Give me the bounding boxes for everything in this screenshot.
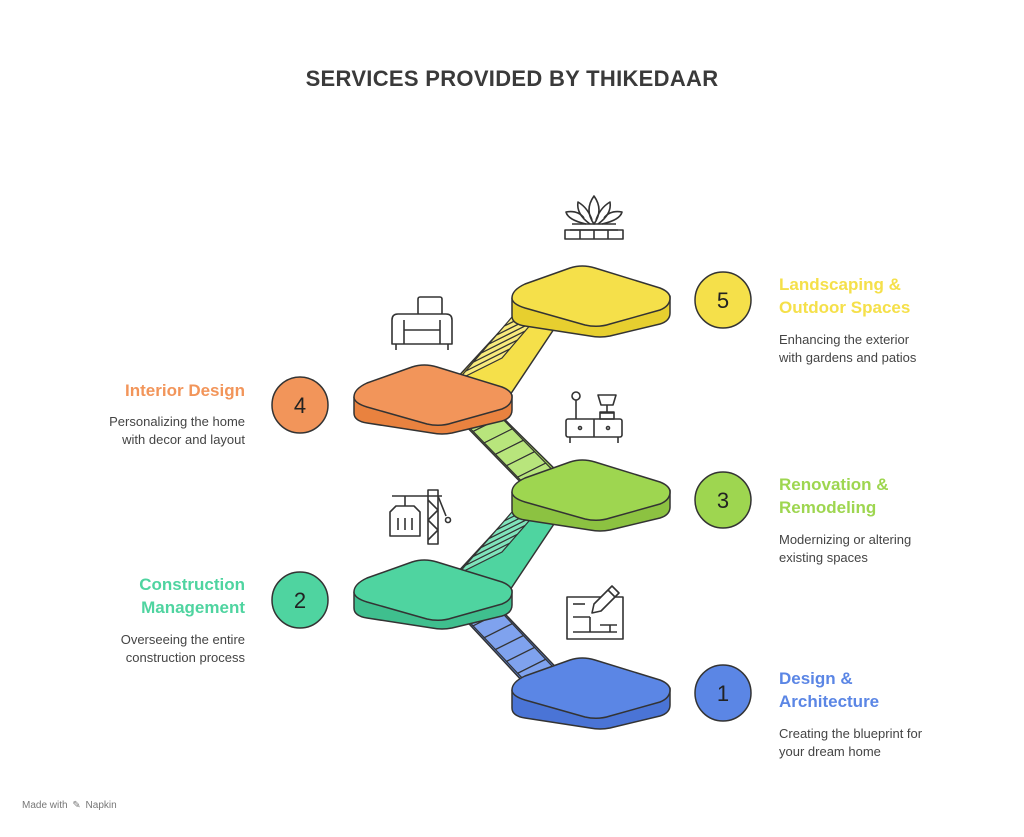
step-5-description: Enhancing the exterior with gardens and … — [779, 332, 917, 365]
step-1-description: Creating the blueprint for your dream ho… — [779, 726, 923, 759]
footer: Made with ✎ Napkin — [22, 800, 117, 811]
step-5-title: Landscaping & Outdoor Spaces — [779, 275, 911, 317]
step-1-title: Design & Architecture — [779, 669, 880, 711]
step-1-badge: 1 — [694, 664, 752, 722]
footer-brand: Napkin — [85, 800, 117, 811]
step-3-badge: 3 — [694, 471, 752, 529]
step-3-number: 3 — [717, 488, 729, 513]
platform-3 — [511, 459, 671, 532]
page-title: SERVICES PROVIDED BY THIKEDAAR — [305, 66, 719, 91]
sofa-icon — [391, 296, 453, 350]
platform-4 — [353, 364, 513, 435]
step-4-number: 4 — [294, 393, 306, 418]
blueprint-pencil-icon — [566, 585, 624, 640]
platform-2 — [353, 559, 513, 630]
step-2-badge: 2 — [271, 571, 329, 629]
step-5-badge: 5 — [694, 271, 752, 329]
step-3-description: Modernizing or altering existing spaces — [779, 532, 912, 565]
furniture-lamp-icon — [565, 391, 623, 443]
step-2-title: Construction Management — [139, 575, 245, 617]
step-2-number: 2 — [294, 588, 306, 613]
napkin-logo-icon: ✎ — [72, 800, 81, 811]
step-2-description: Overseeing the entire construction proce… — [120, 632, 245, 665]
step-4-badge: 4 — [271, 376, 329, 434]
platform-1 — [511, 657, 671, 730]
step-1-number: 1 — [717, 681, 729, 706]
step-5-number: 5 — [717, 288, 729, 313]
crane-icon — [389, 489, 452, 545]
footer-prefix: Made with — [22, 800, 68, 811]
step-4-description: Personalizing the home with decor and la… — [109, 414, 245, 447]
lotus-icon — [564, 195, 624, 240]
step-4-title: Interior Design — [125, 381, 245, 400]
step-3-title: Renovation & Remodeling — [779, 475, 889, 517]
platform-5 — [511, 265, 671, 338]
